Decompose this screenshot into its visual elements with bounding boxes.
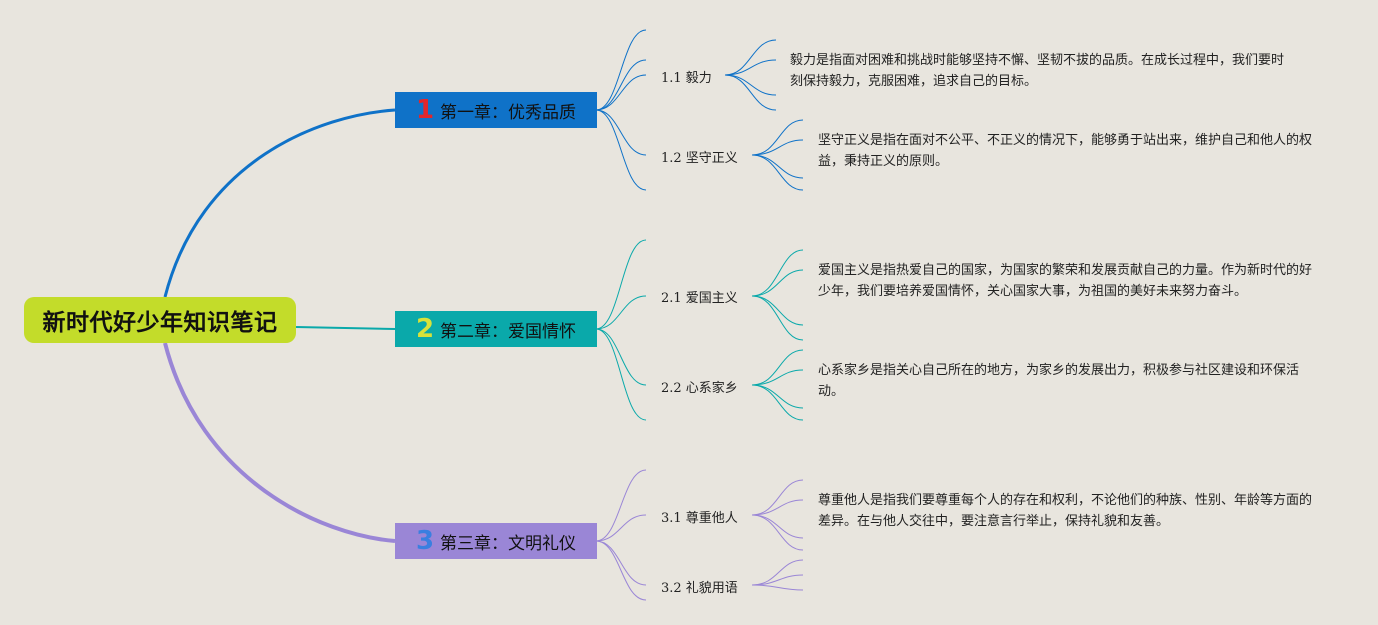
root-node[interactable]: 新时代好少年知识笔记 bbox=[24, 297, 296, 343]
chapter-2-number: 2 bbox=[415, 314, 435, 344]
fan-ch1 bbox=[595, 29, 804, 191]
connector-root-ch3 bbox=[163, 342, 396, 543]
desc-2-2: 心系家乡是指关心自己所在的地方，为家乡的发展出力，积极参与社区建设和环保活动。 bbox=[818, 363, 1300, 399]
chapter-1-node[interactable]: 1 第一章：优秀品质 bbox=[395, 92, 597, 128]
chapter-3-number: 3 bbox=[415, 526, 435, 556]
connector-root-ch1 bbox=[163, 108, 396, 298]
chapter-2-label: 第二章：爱国情怀 bbox=[440, 321, 577, 342]
chapter-1-number: 1 bbox=[415, 95, 435, 125]
chapter-2-node[interactable]: 2 第二章：爱国情怀 bbox=[395, 311, 597, 347]
desc-3-1: 尊重他人是指我们要尊重每个人的存在和权利，不论他们的种族、性别、年龄等方面的差异… bbox=[818, 493, 1313, 529]
topic-3-2[interactable]: 3.2 礼貌用语 bbox=[661, 581, 738, 596]
topic-3-1[interactable]: 3.1 尊重他人 bbox=[661, 511, 738, 526]
desc-2-1: 爱国主义是指热爱自己的国家，为国家的繁荣和发展贡献自己的力量。作为新时代的好少年… bbox=[818, 263, 1313, 299]
chapter-1-label: 第一章：优秀品质 bbox=[440, 102, 577, 123]
connector-root-ch2 bbox=[295, 326, 396, 330]
topic-1-2[interactable]: 1.2 坚守正义 bbox=[661, 151, 738, 166]
desc-1-2: 坚守正义是指在面对不公平、不正义的情况下，能够勇于站出来，维护自己和他人的权益，… bbox=[818, 133, 1313, 169]
desc-1-1: 毅力是指面对困难和挑战时能够坚持不懈、坚韧不拔的品质。在成长过程中，我们要时刻保… bbox=[790, 53, 1285, 89]
chapter-3-node[interactable]: 3 第三章：文明礼仪 bbox=[395, 523, 597, 559]
topic-1-1[interactable]: 1.1 毅力 bbox=[661, 71, 712, 86]
root-title: 新时代好少年知识笔记 bbox=[42, 310, 278, 336]
topic-2-2[interactable]: 2.2 心系家乡 bbox=[661, 381, 738, 396]
fan-ch2 bbox=[595, 239, 804, 421]
fan-ch3 bbox=[595, 469, 804, 601]
chapter-3-label: 第三章：文明礼仪 bbox=[440, 533, 577, 554]
topic-2-1[interactable]: 2.1 爱国主义 bbox=[661, 291, 738, 306]
